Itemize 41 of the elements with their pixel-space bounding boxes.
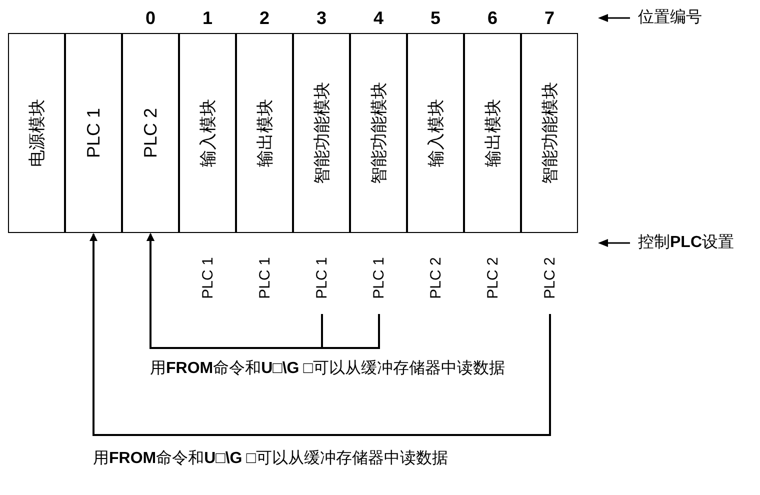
position-number: 2 (258, 8, 270, 29)
module-box (293, 33, 350, 233)
module-box (122, 33, 179, 233)
module-box (65, 33, 122, 233)
arrow (146, 233, 380, 349)
position-number: 4 (372, 8, 384, 29)
position-number-caption: 位置编号 (638, 8, 703, 28)
module-label: PLC 2 (140, 108, 161, 158)
plc-setting-label: PLC 2 (484, 257, 502, 299)
module-label: 智能功能模块 (539, 82, 561, 184)
position-number: 0 (144, 8, 156, 29)
position-number: 6 (486, 8, 498, 29)
module-box (350, 33, 407, 233)
position-number: 1 (201, 8, 214, 29)
module-box (236, 33, 293, 233)
plc-setting-label: PLC 2 (542, 257, 558, 299)
module-label: 输出模块 (254, 99, 276, 167)
note-text: 用FROM命令和U□\G □可以从缓冲存储器中读数据 (93, 448, 449, 469)
plc-setting-label: PLC 1 (256, 257, 274, 299)
module-label: 输入模块 (197, 99, 219, 167)
module-label: 智能功能模块 (311, 82, 333, 184)
plc-setting-label: PLC 2 (428, 257, 444, 299)
plc-setting-label: PLC 1 (370, 257, 388, 299)
position-number: 5 (429, 8, 442, 29)
module-box (179, 33, 236, 233)
module-label: 输出模块 (482, 99, 504, 167)
plc-setting-caption: 控制PLC设置 (638, 232, 735, 253)
module-box (464, 33, 521, 233)
module-label: PLC 1 (83, 108, 104, 158)
module-box (8, 33, 65, 233)
plc-setting-label: PLC 1 (200, 257, 216, 299)
module-label: 电源模块 (26, 99, 48, 167)
module-label: 智能功能模块 (368, 82, 390, 184)
position-number: 7 (543, 8, 556, 29)
module-label: 输入模块 (425, 99, 447, 167)
module-box (521, 33, 578, 233)
plc-setting-label: PLC 1 (314, 257, 330, 299)
arrow (90, 233, 551, 436)
module-box (407, 33, 464, 233)
position-number: 3 (315, 8, 328, 29)
note-text: 用FROM命令和U□\G □可以从缓冲存储器中读数据 (150, 358, 506, 379)
